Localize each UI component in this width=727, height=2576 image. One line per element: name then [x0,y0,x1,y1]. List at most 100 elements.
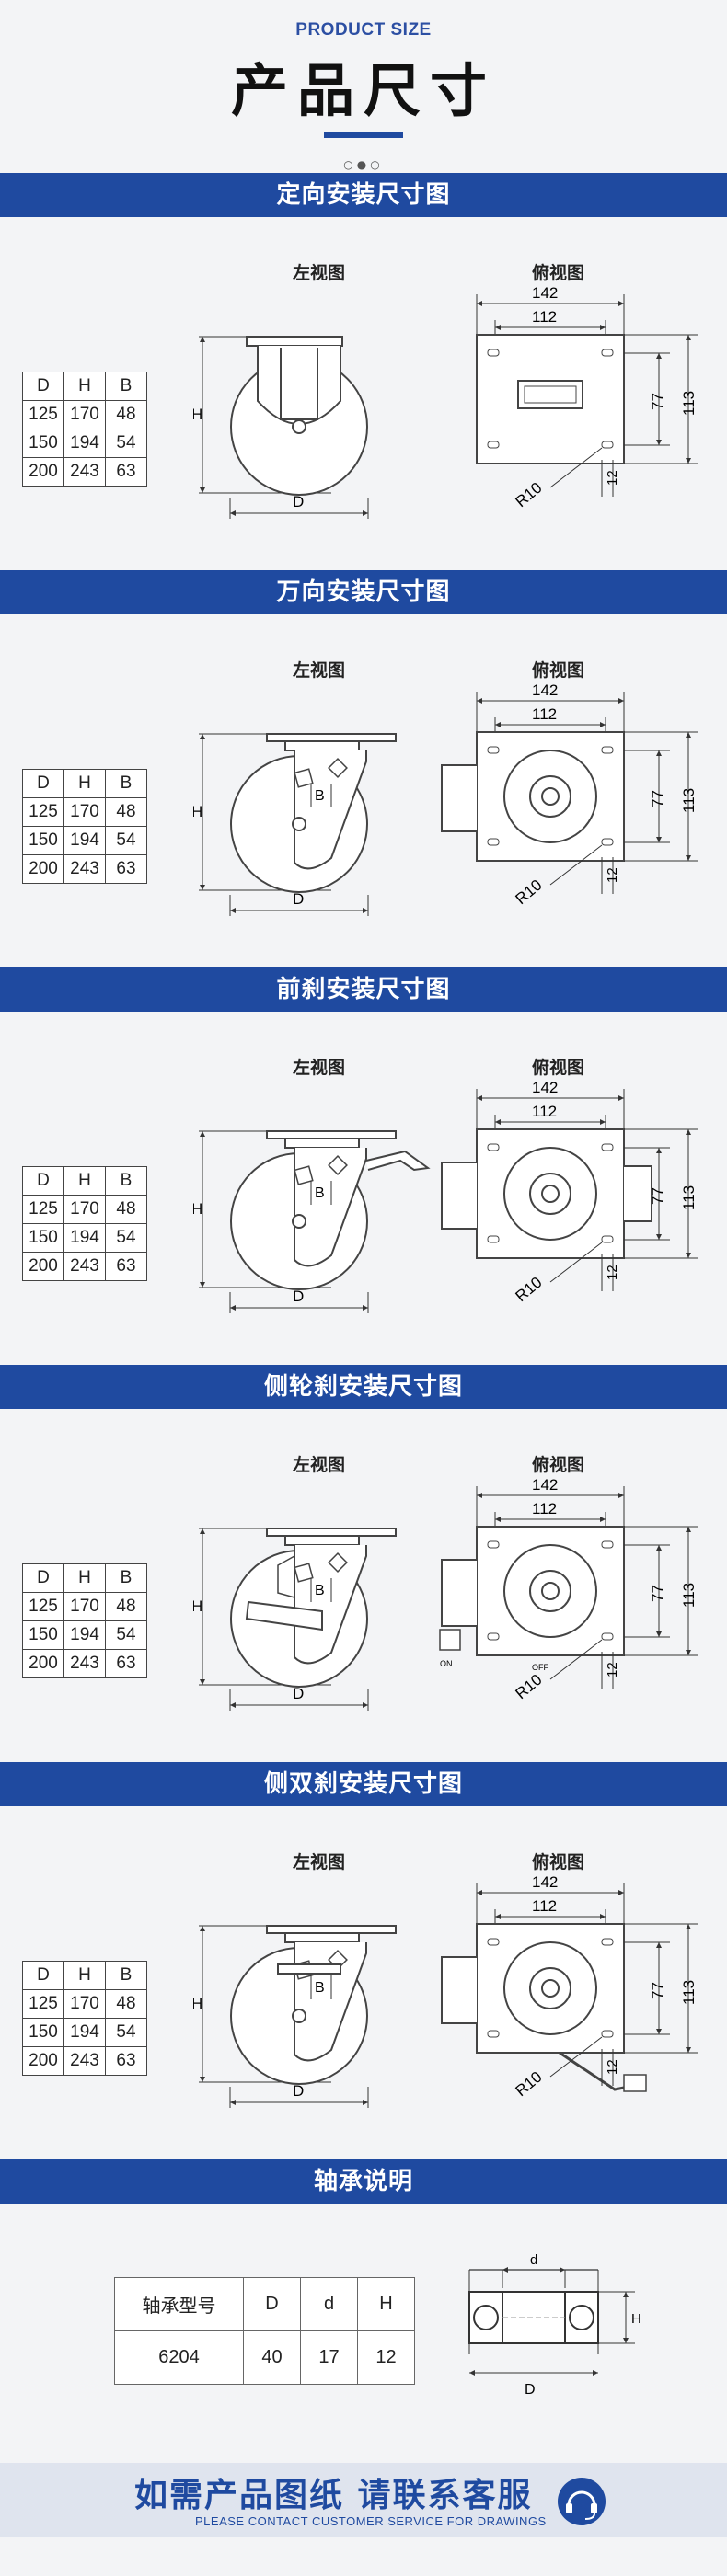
dim-112: 112 [532,1103,557,1120]
size-cell: 170 [63,1989,106,2019]
footer-sub-text: PLEASE CONTACT CUSTOMER SERVICE FOR DRAW… [195,2514,547,2528]
dim-r10: R10 [512,876,545,909]
left-view-label: 左视图 [293,1852,346,1872]
side-view-drawing: H DB [193,1130,431,1313]
bearing-cell: 6204 [114,2330,244,2385]
dim-r10: R10 [512,1671,545,1703]
size-cell: 54 [105,2018,147,2047]
size-cell: 200 [22,2046,64,2076]
side-view-drawing: H D [193,336,369,519]
bearing-cell: 12 [357,2330,415,2385]
page-header: PRODUCT SIZE 产品尺寸 ○●○ [0,0,727,173]
size-cell: 150 [22,826,64,855]
switch-off-label: OFF [532,1663,548,1672]
dim-77: 77 [649,1982,666,1999]
size-cell: 48 [105,400,147,429]
dim-12: 12 [605,470,620,486]
dim-113: 113 [680,391,698,416]
size-cell: 48 [105,1592,147,1621]
dim-B: B [315,788,325,804]
dim-B: B [315,1980,325,1996]
bearing-data-row: 6204 40 17 12 [114,2330,415,2385]
size-cell: 243 [63,854,106,884]
bearing-dim-H: H [631,2311,641,2327]
size-cell: 200 [22,457,64,487]
dim-77: 77 [649,393,666,410]
size-cell: 243 [63,1649,106,1678]
dim-113: 113 [680,788,698,813]
dim-H: H [193,803,202,820]
dim-H: H [193,406,202,423]
section-band: 侧轮刹安装尺寸图 [0,1365,727,1409]
top-view-label: 俯视图 [532,263,585,283]
bearing-header-cell: d [300,2277,358,2331]
footer-banner[interactable]: 如需产品图纸 请联系客服 PLEASE CONTACT CUSTOMER SER… [0,2456,727,2545]
dim-B: B [315,1185,325,1201]
side-view-drawing: H DB [193,1925,397,2108]
dim-r10: R10 [512,1274,545,1306]
size-header-cell: B [105,1563,147,1593]
bearing-cell: 17 [300,2330,358,2385]
dim-77: 77 [649,1585,666,1602]
top-view-label: 俯视图 [532,1058,585,1078]
dim-112: 112 [532,1500,557,1517]
size-cell: 54 [105,1620,147,1650]
size-cell: 150 [22,1620,64,1650]
dim-112: 112 [532,308,557,326]
size-cell: 54 [105,429,147,458]
bearing-header-cell: D [243,2277,301,2331]
bearing-band: 轴承说明 [0,2159,727,2204]
size-cell: 243 [63,2046,106,2076]
top-view-label: 俯视图 [532,1455,585,1475]
side-view-drawing: H DB [193,1528,397,1711]
size-cell: 150 [22,1223,64,1253]
size-cell: 243 [63,457,106,487]
size-cell: 54 [105,826,147,855]
dim-r10: R10 [512,2068,545,2101]
carousel-dots: ○●○ [343,158,384,171]
dim-142: 142 [532,1476,558,1494]
dim-142: 142 [532,681,558,699]
bearing-header-row: 轴承型号 D d H [114,2277,415,2331]
size-header-cell: H [63,1166,106,1196]
size-header-cell: D [22,372,64,401]
dim-142: 142 [532,1079,558,1096]
top-view-label: 俯视图 [532,660,585,681]
size-cell: 125 [22,1592,64,1621]
dim-H: H [193,1200,202,1218]
switch-on-label: ON [440,1659,453,1668]
bearing-table: 轴承型号 D d H 6204 40 17 12 [114,2277,415,2385]
size-cell: 194 [63,826,106,855]
bearing-section: 轴承型号 D d H 6204 40 17 12 d D [0,2204,727,2456]
size-cell: 125 [22,400,64,429]
size-cell: 63 [105,1252,147,1281]
dim-12: 12 [605,2059,620,2075]
bearing-dim-D: D [525,2382,536,2398]
size-cell: 170 [63,797,106,827]
dim-113: 113 [680,1980,698,2005]
bearing-drawing: d D H [468,2252,641,2398]
size-cell: 63 [105,1649,147,1678]
footer-main-text: 如需产品图纸 请联系客服 [134,2477,533,2514]
